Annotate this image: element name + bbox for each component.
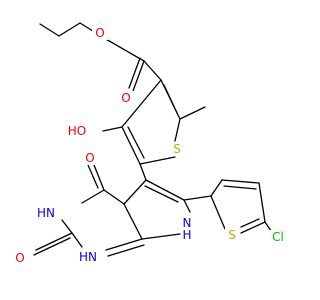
atom-n-h1: HN	[79, 250, 97, 264]
bond	[258, 182, 266, 223]
atom-o-ester-carbonyl: O	[121, 91, 130, 105]
bond	[223, 185, 257, 190]
bond	[174, 118, 181, 142]
atom-s-methylthiophene: S	[173, 142, 181, 156]
bond	[240, 218, 260, 228]
bond	[144, 185, 179, 203]
bond	[143, 60, 162, 81]
bond	[145, 179, 185, 201]
bond	[105, 238, 143, 251]
bond	[123, 203, 143, 240]
bond	[132, 60, 145, 92]
bond	[103, 37, 145, 62]
bond	[139, 156, 176, 165]
bond	[107, 244, 145, 257]
molecule-structure: O O HO S N H S Cl O HN O HN	[15, 22, 284, 265]
bond	[183, 195, 212, 201]
bond	[102, 126, 123, 132]
bond	[163, 84, 178, 114]
bond	[183, 199, 191, 213]
bond	[87, 164, 99, 189]
bond	[240, 221, 266, 234]
bond	[179, 106, 206, 120]
bond	[210, 179, 223, 197]
atom-s-chlorothiophene: S	[228, 228, 236, 242]
atom-n-pyrrole: N	[183, 216, 192, 230]
bond	[221, 179, 260, 184]
molecule-svg: O O HO S N H S Cl O HN O HN	[15, 22, 284, 265]
bond	[121, 126, 141, 165]
bond	[127, 126, 145, 159]
bond	[121, 79, 162, 128]
atom-chlorine: Cl	[272, 230, 284, 244]
bond	[39, 23, 60, 37]
atom-o-c4: O	[85, 151, 94, 165]
bond	[264, 221, 272, 232]
bond	[93, 164, 105, 191]
bond	[139, 163, 147, 181]
bond	[103, 189, 125, 205]
bond	[141, 233, 181, 240]
atom-o-ester-ether: O	[95, 26, 104, 40]
bond	[123, 179, 147, 205]
atom-hydroxy: HO	[68, 124, 86, 138]
bond	[33, 237, 71, 256]
atom-h-pyrrole: H	[182, 228, 191, 242]
bond	[61, 219, 73, 234]
bond	[35, 232, 73, 251]
bond	[58, 22, 81, 37]
bond	[81, 189, 105, 204]
atom-n-h3: HN	[37, 206, 55, 220]
bond	[128, 57, 141, 89]
bond	[71, 232, 83, 248]
atom-o-c2: O	[15, 251, 24, 265]
bond	[210, 195, 226, 230]
